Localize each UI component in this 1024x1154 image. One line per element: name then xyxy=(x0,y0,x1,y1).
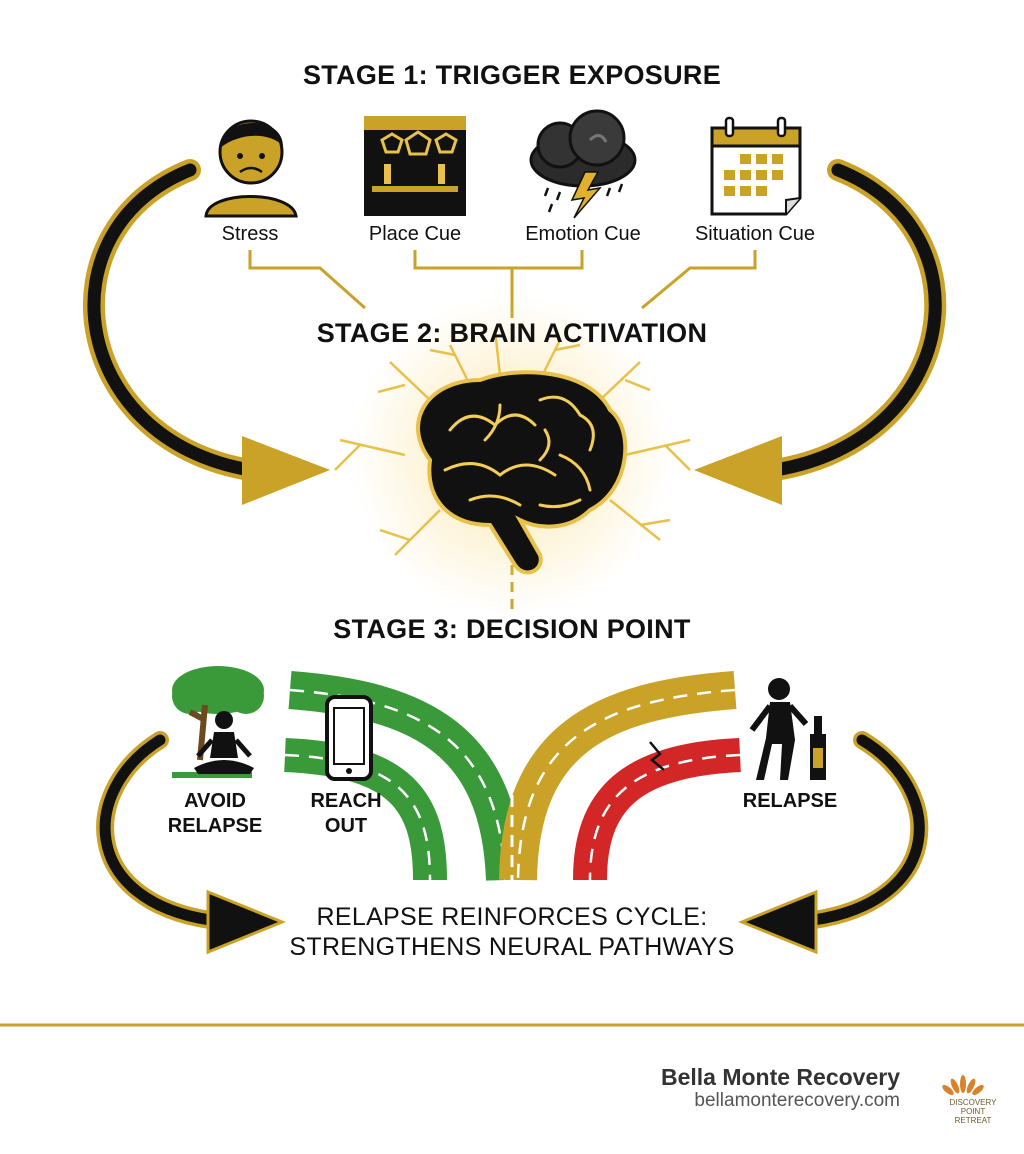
stage-2-title: STAGE 2: BRAIN ACTIVATION xyxy=(316,318,708,348)
bottom-right-loop-arrow xyxy=(738,731,929,955)
bottom-left-loop-arrow xyxy=(96,731,286,955)
trigger-label-emotion: Emotion Cue xyxy=(525,223,641,245)
choice-relapse: RELAPSE xyxy=(742,790,838,812)
footer-brand: Bella Monte Recovery xyxy=(660,1064,900,1090)
trigger-label-place: Place Cue xyxy=(368,223,462,245)
stage-1-title: STAGE 1: TRIGGER EXPOSURE xyxy=(302,60,722,90)
choice-avoid-line2: RELAPSE xyxy=(167,815,263,837)
stage-3-title: STAGE 3: DECISION POINT xyxy=(333,614,691,644)
choice-reach-out: REACH OUT xyxy=(296,789,396,839)
bar-shelf-icon xyxy=(364,116,466,216)
choice-avoid-relapse: AVOID RELAPSE xyxy=(160,789,270,839)
stressed-person-icon xyxy=(204,119,298,218)
meditating-person-tree-icon xyxy=(172,666,264,778)
relapse-person-bottle-icon xyxy=(749,678,826,780)
discovery-point-logo xyxy=(942,1075,984,1096)
cycle-line-1: RELAPSE REINFORCES CYCLE: xyxy=(316,903,708,931)
trigger-label-stress: Stress xyxy=(221,223,279,245)
choice-avoid-line1: AVOID xyxy=(184,790,246,812)
choice-reach-line2: OUT xyxy=(324,815,368,837)
storm-cloud-icon xyxy=(529,109,637,219)
smartphone-icon xyxy=(325,695,373,781)
cycle-line-2: STRENGTHENS NEURAL PATHWAYS xyxy=(289,933,735,961)
left-loop-arrow xyxy=(83,159,330,505)
right-loop-arrow xyxy=(694,159,947,505)
footer-logo-text: DISCOVERY POINT RETREAT xyxy=(949,1098,997,1125)
brain-icon xyxy=(334,295,691,615)
trigger-label-situation: Situation Cue xyxy=(694,223,816,245)
footer-url-link[interactable]: bellamonterecovery.com xyxy=(694,1090,900,1111)
calendar-icon xyxy=(710,116,802,216)
choice-reach-line1: REACH xyxy=(310,790,382,812)
